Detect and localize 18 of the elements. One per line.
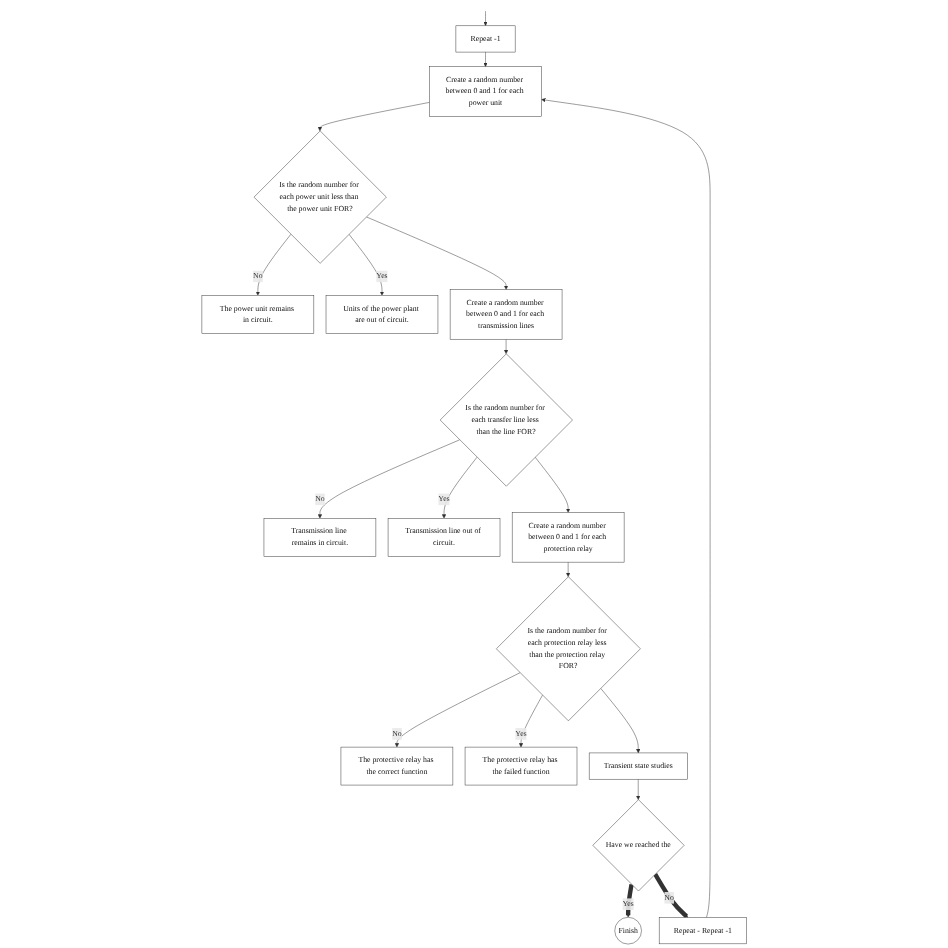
node-box bbox=[449, 289, 563, 340]
node-diamond bbox=[253, 130, 387, 264]
node-box bbox=[325, 295, 438, 334]
node-box bbox=[455, 25, 516, 53]
node-box bbox=[201, 295, 314, 334]
node-box bbox=[588, 752, 688, 780]
node-box bbox=[263, 518, 376, 557]
node-box bbox=[658, 917, 747, 945]
node-circle bbox=[614, 917, 642, 945]
node-box bbox=[387, 518, 501, 557]
node-box bbox=[464, 746, 578, 786]
node-diamond bbox=[592, 799, 685, 892]
node-diamond bbox=[439, 353, 573, 487]
node-box bbox=[340, 746, 453, 786]
node-diamond bbox=[495, 576, 641, 722]
arrow bbox=[625, 883, 634, 918]
node-box bbox=[429, 66, 542, 117]
node-box bbox=[511, 512, 625, 563]
